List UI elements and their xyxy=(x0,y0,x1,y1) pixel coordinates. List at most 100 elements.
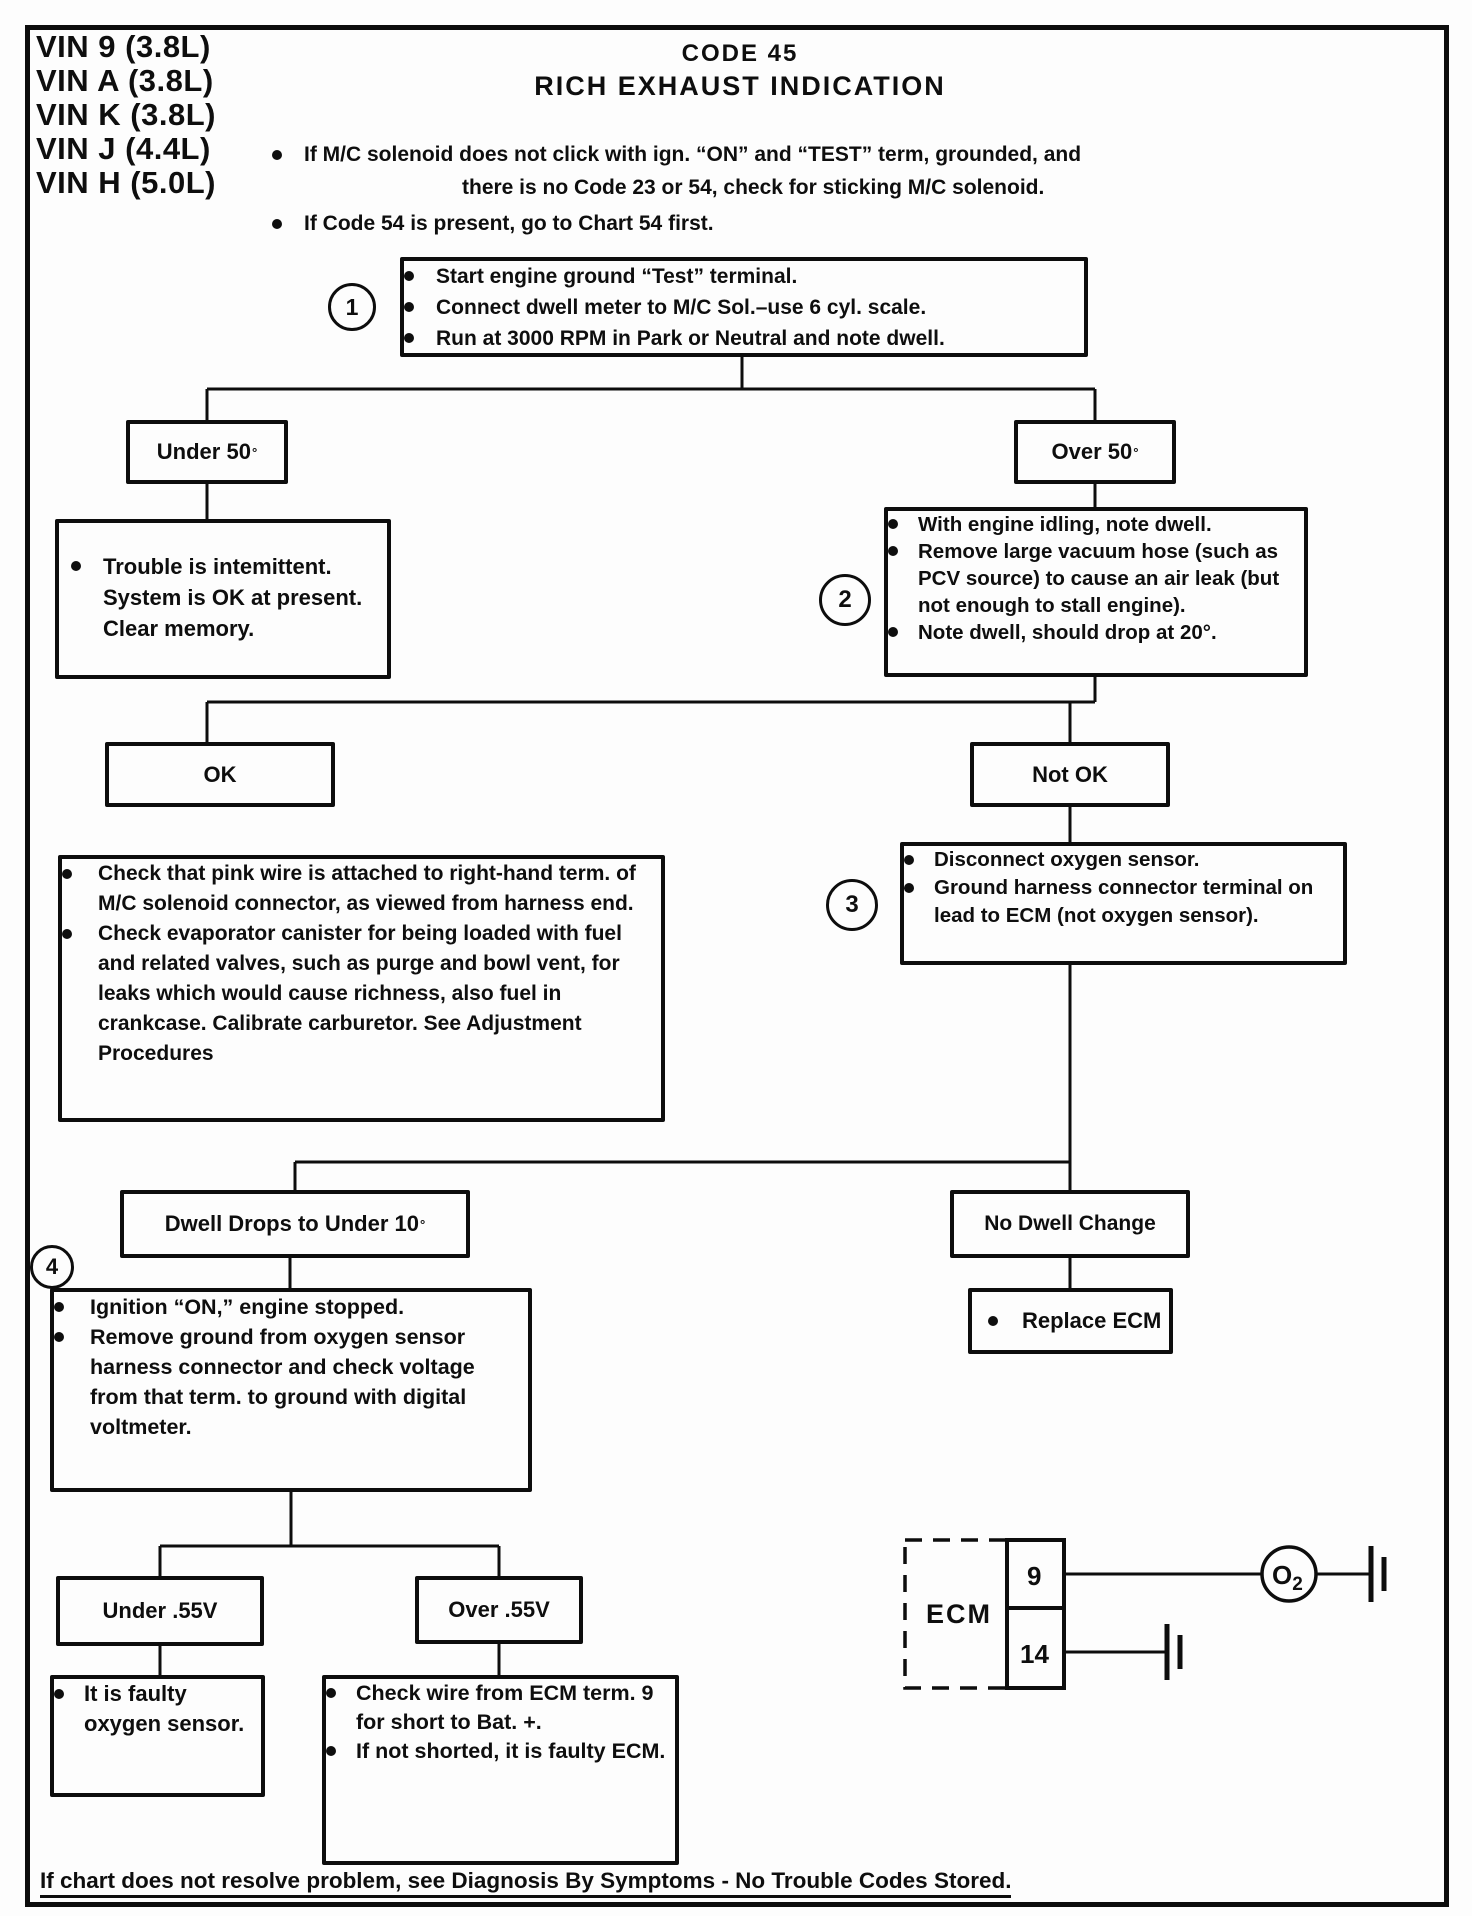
branch-label: Over 50 xyxy=(1051,439,1133,464)
step1-bullet: Start engine ground “Test” terminal. xyxy=(436,265,798,288)
step-2-badge: 2 xyxy=(819,574,871,626)
list-item: Start engine ground “Test” terminal. xyxy=(404,261,1084,292)
bullet-icon xyxy=(272,219,282,229)
bullet-icon xyxy=(326,1746,336,1756)
list-item: Remove large vacuum hose (such as PCV so… xyxy=(888,538,1304,619)
footer-note: If chart does not resolve problem, see D… xyxy=(40,1868,1200,1898)
list-item: Check wire from ECM term. 9 for short to… xyxy=(326,1679,675,1737)
trouble-line: System is OK at present. xyxy=(103,585,363,610)
branch-label: Under 50 xyxy=(156,439,251,464)
flow-box-over-50-degrees: Over 50° xyxy=(1014,420,1176,484)
branch-label: No Dwell Change xyxy=(984,1212,1156,1235)
flow-box-replace-ecm: Replace ECM xyxy=(968,1288,1173,1354)
bullet-icon xyxy=(54,1302,64,1312)
ecm-label: ECM xyxy=(926,1599,992,1629)
list-item: Ground harness connector terminal on lea… xyxy=(904,874,1343,930)
flow-box-step2-vacuum-leak-test: With engine idling, note dwell. Remove l… xyxy=(884,507,1308,677)
branch-label: OK xyxy=(203,761,237,787)
bullet-icon xyxy=(54,1689,64,1699)
pinkwire-bullet: Check evaporator canister for being load… xyxy=(98,922,622,1065)
flow-box-trouble-intermittent: Trouble is intemittent. System is OK at … xyxy=(55,519,391,679)
ecm-terminal-14-box xyxy=(1005,1606,1066,1690)
replace-ecm-text: Replace ECM xyxy=(1022,1308,1162,1333)
degree-symbol: ° xyxy=(251,444,258,460)
o2-sensor-label: O2 xyxy=(1272,1560,1303,1595)
vin-item: VIN A (3.8L) xyxy=(36,63,214,98)
bullet-icon xyxy=(62,929,72,939)
step3-bullet: Ground harness connector terminal on lea… xyxy=(934,876,1314,927)
o2-letter: O xyxy=(1272,1560,1292,1590)
chart-title-text: RICH EXHAUST INDICATION xyxy=(534,71,946,101)
chart-title: CODE 45 RICH EXHAUST INDICATION xyxy=(340,40,1140,102)
flow-box-faulty-oxygen-sensor: It is faulty oxygen sensor. xyxy=(50,1675,265,1797)
step2-bullet: Note dwell, should drop at 20°. xyxy=(918,621,1217,644)
step1-bullet: Run at 3000 RPM in Park or Neutral and n… xyxy=(436,327,945,350)
step-1-badge: 1 xyxy=(328,283,376,331)
pinkwire-bullet: Check that pink wire is attached to righ… xyxy=(98,862,636,915)
trouble-line: Clear memory. xyxy=(103,616,255,641)
preliminary-notes: If M/C solenoid does not click with ign.… xyxy=(272,142,1252,237)
bullet-icon xyxy=(888,519,898,529)
step-4-badge: 4 xyxy=(30,1245,74,1289)
page-border-frame xyxy=(25,25,1449,1907)
branch-label: Dwell Drops to Under 10 xyxy=(164,1211,419,1236)
bullet-icon xyxy=(404,302,414,312)
list-item: Check that pink wire is attached to righ… xyxy=(62,859,661,919)
branch-label: Not OK xyxy=(1032,761,1108,787)
list-item: Disconnect oxygen sensor. xyxy=(904,846,1343,874)
bullet-icon xyxy=(62,869,72,879)
list-item: Replace ECM xyxy=(988,1309,1169,1333)
list-item: Ignition “ON,” engine stopped. xyxy=(54,1292,528,1322)
note-row: If Code 54 is present, go to Chart 54 fi… xyxy=(272,211,1252,237)
trouble-text: Trouble is intemittent. System is OK at … xyxy=(103,551,362,644)
list-item: It is faulty oxygen sensor. xyxy=(54,1679,261,1739)
vin-item: VIN 9 (3.8L) xyxy=(36,29,211,64)
vin-item: VIN J (4.4L) xyxy=(36,131,211,166)
note-text-continued: there is no Code 23 or 54, check for sti… xyxy=(462,176,1045,199)
flow-box-under-55v: Under .55V xyxy=(56,1576,264,1646)
bullet-icon xyxy=(54,1332,64,1342)
step4-bullet: Ignition “ON,” engine stopped. xyxy=(90,1295,405,1319)
bullet-icon xyxy=(888,627,898,637)
vin-item: VIN K (3.8L) xyxy=(36,97,216,132)
note-text: If Code 54 is present, go to Chart 54 fi… xyxy=(304,212,714,235)
ecm-terminal-14-label: 14 xyxy=(1020,1639,1049,1669)
flow-box-not-ok: Not OK xyxy=(970,742,1170,807)
list-item: Remove ground from oxygen sensor harness… xyxy=(54,1322,528,1442)
flow-box-ok: OK xyxy=(105,742,335,807)
bullet-icon xyxy=(404,333,414,343)
chart-code: CODE 45 xyxy=(681,40,799,67)
flow-box-check-wire-short: Check wire from ECM term. 9 for short to… xyxy=(322,1675,679,1865)
ecm-wiring-diagram: ECM 9 14 O2 xyxy=(903,1538,1387,1690)
flow-box-over-55v: Over .55V xyxy=(415,1576,583,1644)
flow-box-check-pink-wire-canister: Check that pink wire is attached to righ… xyxy=(58,855,665,1122)
step-3-badge: 3 xyxy=(826,879,878,931)
step2-bullet: Remove large vacuum hose (such as PCV so… xyxy=(918,540,1280,617)
degree-symbol: ° xyxy=(1133,444,1139,460)
step1-bullet: Connect dwell meter to M/C Sol.–use 6 cy… xyxy=(436,296,927,319)
faulty-sensor-text: It is faulty oxygen sensor. xyxy=(84,1681,245,1736)
bullet-icon xyxy=(272,150,282,160)
flow-box-dwell-drops-under-10: Dwell Drops to Under 10° xyxy=(120,1190,470,1258)
step4-bullet: Remove ground from oxygen sensor harness… xyxy=(90,1325,475,1439)
footer-text: If chart does not resolve problem, see D… xyxy=(40,1868,1012,1898)
flow-box-step1-run-engine: Start engine ground “Test” terminal. Con… xyxy=(400,257,1088,357)
bullet-icon xyxy=(71,561,81,571)
bullet-icon xyxy=(888,546,898,556)
step2-bullet: With engine idling, note dwell. xyxy=(918,513,1212,536)
flow-box-step4-check-voltage: Ignition “ON,” engine stopped. Remove gr… xyxy=(50,1288,532,1492)
list-item: If not shorted, it is faulty ECM. xyxy=(326,1737,675,1766)
vin-applicability-list: VIN 9 (3.8L) VIN A (3.8L) VIN K (3.8L) V… xyxy=(36,30,216,200)
list-item: Check evaporator canister for being load… xyxy=(62,919,661,1069)
branch-label: Over .55V xyxy=(448,1597,550,1622)
list-item: Connect dwell meter to M/C Sol.–use 6 cy… xyxy=(404,292,1084,323)
bullet-icon xyxy=(988,1316,998,1326)
checkwire-bullet: If not shorted, it is faulty ECM. xyxy=(356,1739,666,1763)
list-item: With engine idling, note dwell. xyxy=(888,511,1304,538)
trouble-line: Trouble is intemittent. xyxy=(103,554,332,579)
flow-box-step3-ground-oxygen-sensor-lead: Disconnect oxygen sensor. Ground harness… xyxy=(900,842,1347,965)
list-item: Run at 3000 RPM in Park or Neutral and n… xyxy=(404,323,1084,354)
step3-bullet: Disconnect oxygen sensor. xyxy=(934,848,1200,871)
